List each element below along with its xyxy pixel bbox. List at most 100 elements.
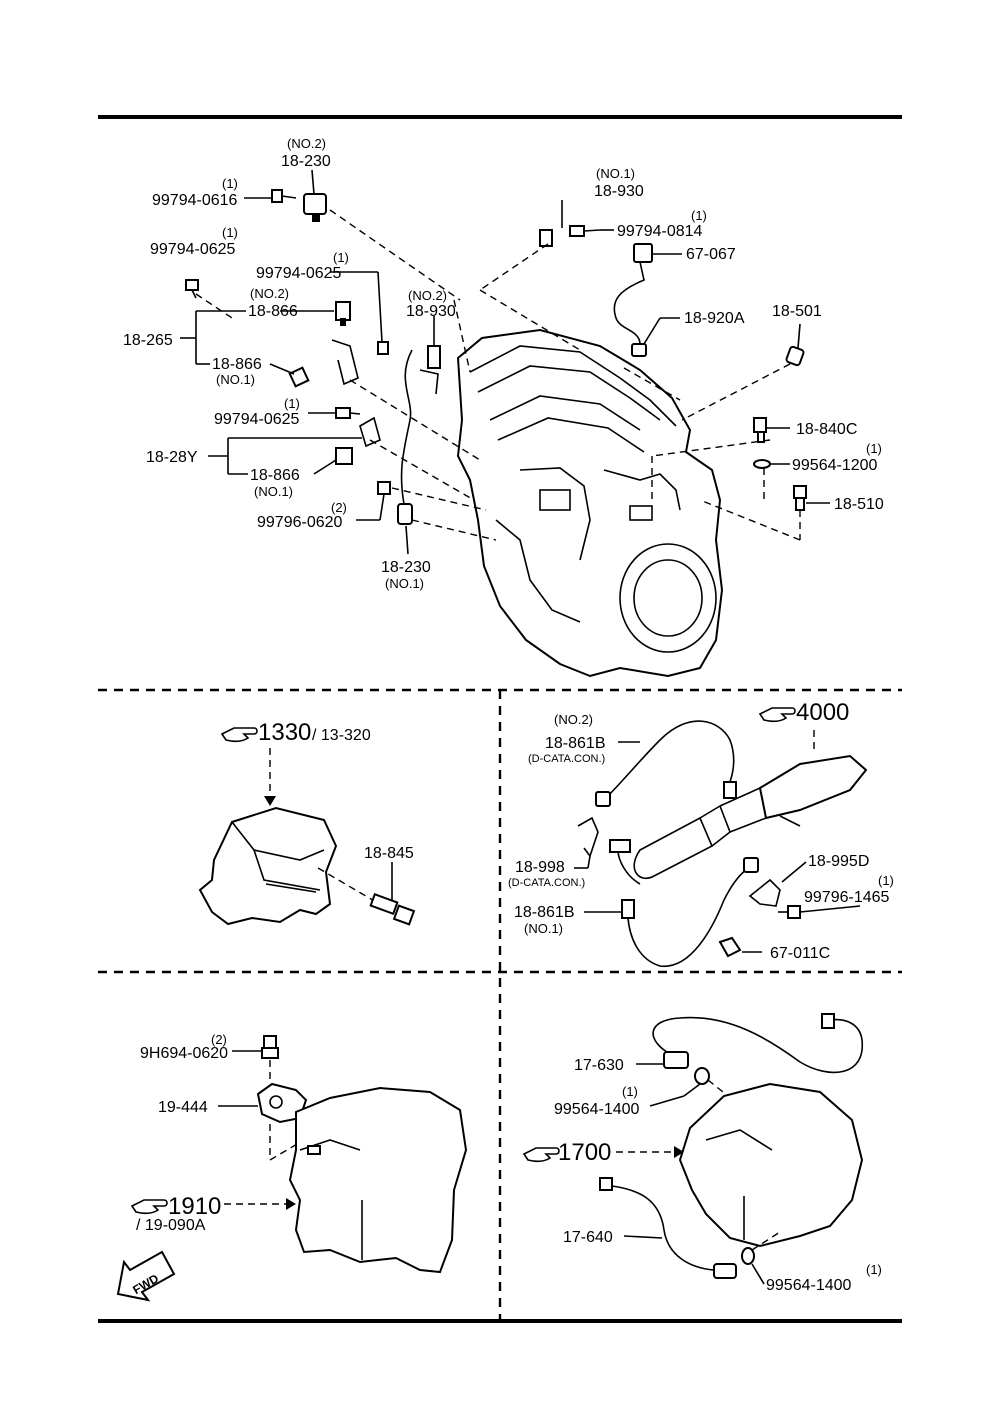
washer-99564-1400-b (741, 1247, 755, 1265)
label-9h694-0620: 9H694-0620 (140, 1045, 228, 1062)
pointing-hand-icon (130, 1199, 168, 1215)
sensor-18-866-lower (335, 447, 353, 465)
transmission-case-left (288, 1086, 468, 1274)
label-18-230-b: 18-230 (381, 559, 431, 576)
pointing-hand-icon (220, 727, 258, 743)
label-q1-c: (1) (333, 250, 349, 265)
exhaust-catalytic-converter (617, 754, 868, 885)
label-no2: (NO.2) (554, 712, 593, 727)
sensor-18-845 (369, 892, 416, 926)
label-q2: (2) (211, 1032, 227, 1047)
label-18-845: 18-845 (364, 845, 414, 862)
ref-4000: 4000 (796, 699, 849, 726)
bolt-99794-0616 (271, 189, 297, 203)
bolt-99794-0625-top (185, 279, 199, 299)
label-99794-0625-a: 99794-0625 (150, 241, 236, 258)
harness-17-640 (599, 1177, 737, 1279)
ref-1910: 1910 (168, 1193, 221, 1220)
label-18-230: 18-230 (281, 153, 331, 170)
label-no1-d: (NO.1) (596, 166, 635, 181)
label-q1-d: (1) (284, 396, 300, 411)
crank-sensor-harness (397, 349, 413, 525)
label-no1-a: (NO.1) (216, 372, 255, 387)
label-18-861b-a: 18-861B (545, 735, 606, 752)
bolt-9h694-0620 (261, 1035, 279, 1059)
label-q1-b: (1) (866, 1262, 882, 1277)
label-18-866-a: 18-866 (248, 303, 298, 320)
bracket-18-998 (577, 816, 631, 858)
label-67-067: 67-067 (686, 246, 736, 263)
label-99796-1465: 99796-1465 (804, 889, 890, 906)
bolt-99796-0620 (377, 481, 391, 495)
o2-sensor-no1-harness (621, 857, 759, 967)
label-no2-b: (NO.2) (250, 286, 289, 301)
label-q1-f: (1) (866, 441, 882, 456)
label-99794-0625-b: 99794-0625 (256, 265, 342, 282)
fwd-arrow-icon: FWD (116, 1250, 176, 1302)
harness-18-920a (613, 261, 647, 357)
bracket-18-995d (748, 878, 781, 907)
label-18-510: 18-510 (834, 496, 884, 513)
bolt-99794-0625-lower (335, 407, 361, 419)
label-dcata-a: (D-CATA.CON.) (528, 753, 605, 765)
bolt-99796-1465 (778, 905, 801, 919)
label-18-866-b: 18-866 (212, 356, 262, 373)
washer-99564-1200 (753, 459, 771, 469)
label-18-840c: 18-840C (796, 421, 857, 438)
label-no1-b: (NO.1) (254, 484, 293, 499)
label-99794-0814: 99794-0814 (617, 223, 703, 240)
label-18-930-a: 18-930 (406, 303, 456, 320)
cam-sensor-18-930-no1 (539, 229, 553, 247)
knock-sensor-19-444 (256, 1082, 308, 1124)
bracket-18-28y (359, 416, 381, 448)
label-99564-1400-a: 99564-1400 (554, 1101, 640, 1118)
label-18-920a: 18-920A (684, 310, 745, 327)
sensor-18-866-no1 (288, 366, 310, 388)
throttle-body (198, 806, 338, 926)
label-no1-c: (NO.1) (385, 576, 424, 591)
label-q1-b: (1) (222, 225, 238, 240)
switch-18-501 (785, 345, 805, 367)
label-99564-1200: 99564-1200 (792, 457, 878, 474)
pointing-hand-icon (758, 707, 796, 723)
label-99794-0616: 99794-0616 (152, 192, 238, 209)
ref-1330: 1330 (258, 719, 311, 746)
harness-17-630 (652, 1013, 863, 1074)
pointing-hand-icon (522, 1147, 560, 1163)
label-18-995d: 18-995D (808, 853, 869, 870)
sensor-18-840c (753, 417, 767, 443)
label-q1-a: (1) (622, 1084, 638, 1099)
ref-19-090a: / 19-090A (136, 1217, 206, 1234)
cam-sensor-18-930-no2 (419, 345, 441, 395)
cam-sensor-no2 (303, 193, 327, 222)
label-no2-c: (NO.2) (408, 288, 447, 303)
label-q1-a: (1) (222, 176, 238, 191)
label-q2-a: (2) (331, 500, 347, 515)
transmission-case-right (678, 1082, 864, 1248)
label-no2-a: (NO.2) (287, 136, 326, 151)
label-18-265: 18-265 (123, 332, 173, 349)
label-99794-0625-c: 99794-0625 (214, 411, 300, 428)
label-no1: (NO.1) (524, 921, 563, 936)
clip-67-011c (718, 936, 742, 958)
label-18-930-b: 18-930 (594, 183, 644, 200)
label-19-444: 19-444 (158, 1099, 208, 1116)
label-18-998: 18-998 (515, 859, 565, 876)
label-17-630: 17-630 (574, 1057, 624, 1074)
engine-block (456, 328, 724, 678)
label-dcata-b: (D-CATA.CON.) (508, 877, 585, 889)
bolt-99794-0625-mid (377, 341, 389, 355)
o2-sensor-no2-harness (595, 720, 737, 807)
label-67-011c: 67-011C (770, 945, 830, 962)
label-18-866-c: 18-866 (250, 467, 300, 484)
label-17-640: 17-640 (563, 1229, 613, 1246)
ref-13-320: / 13-320 (312, 727, 371, 744)
switch-18-510 (793, 485, 807, 511)
label-18-861b-b: 18-861B (514, 904, 575, 921)
connector-67-067 (633, 243, 653, 263)
bolt-99794-0814 (569, 225, 601, 237)
sensor-18-866-no2 (335, 301, 351, 326)
ref-1700: 1700 (558, 1139, 611, 1166)
label-18-28y: 18-28Y (146, 449, 198, 466)
